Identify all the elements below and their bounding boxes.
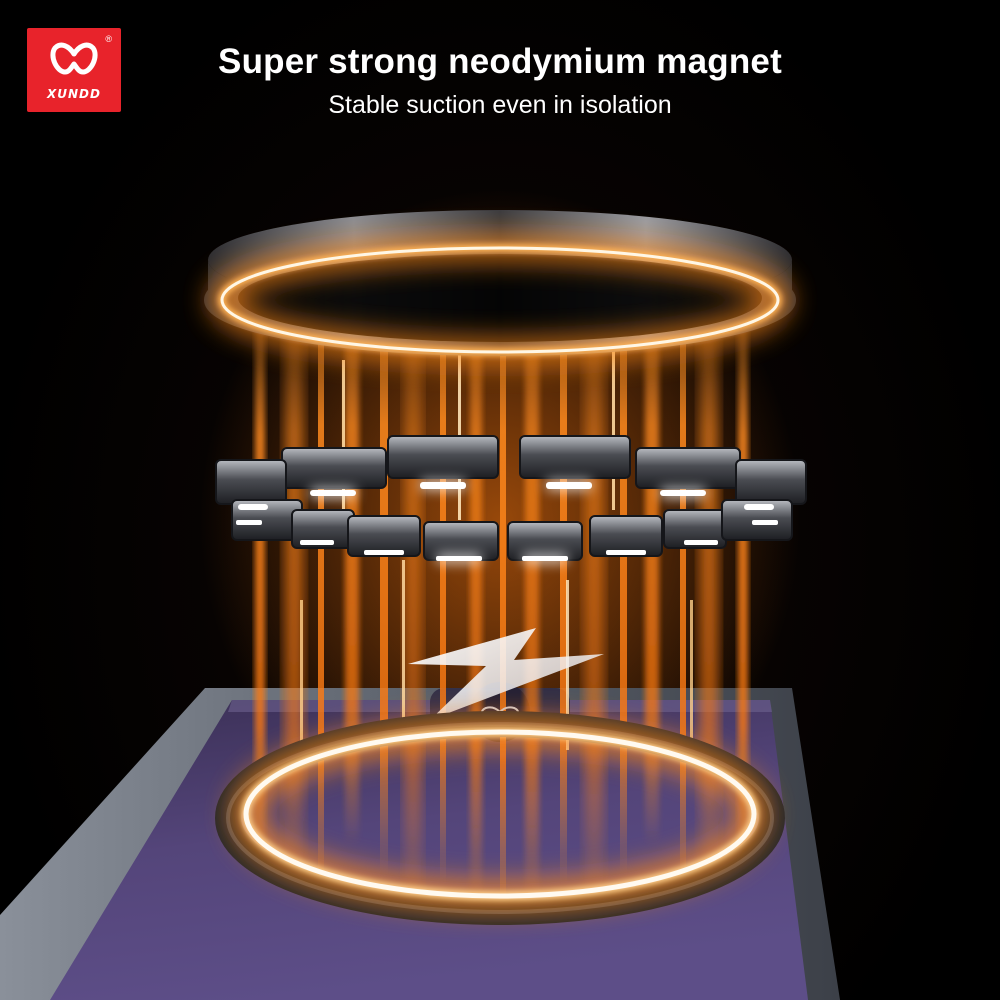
magnet-segment-array	[215, 435, 807, 563]
headline: Super strong neodymium magnet	[218, 42, 782, 81]
brand-logo: ® XUNDD	[27, 28, 121, 112]
phone-magnetic-ring	[215, 711, 785, 925]
subheadline: Stable suction even in isolation	[328, 91, 672, 119]
magnetic-light-beams	[255, 265, 748, 925]
registered-mark: ®	[105, 34, 112, 44]
brand-name: XUNDD	[47, 87, 101, 101]
top-magnetic-ring	[204, 210, 796, 363]
lightning-bolt-icon	[408, 628, 604, 720]
xundd-logo-icon	[50, 42, 98, 75]
